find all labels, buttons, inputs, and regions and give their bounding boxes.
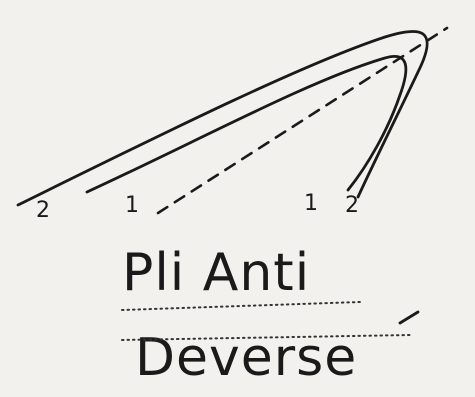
accent-mark [398,310,420,325]
label-outer-left: 2 [36,198,50,223]
caption-line1: Pli Anti [122,243,310,303]
dotted-rule-1 [121,301,361,311]
inner-fold-line [85,55,408,194]
dotted-rule-2 [121,334,411,341]
label-inner-left: 1 [125,193,139,218]
label-outer-right: 2 [345,193,359,218]
axial-dashed-line [156,26,449,215]
label-inner-right: 1 [304,191,318,216]
caption-line2: Deverse [135,328,357,388]
outer-fold-line [16,30,429,207]
